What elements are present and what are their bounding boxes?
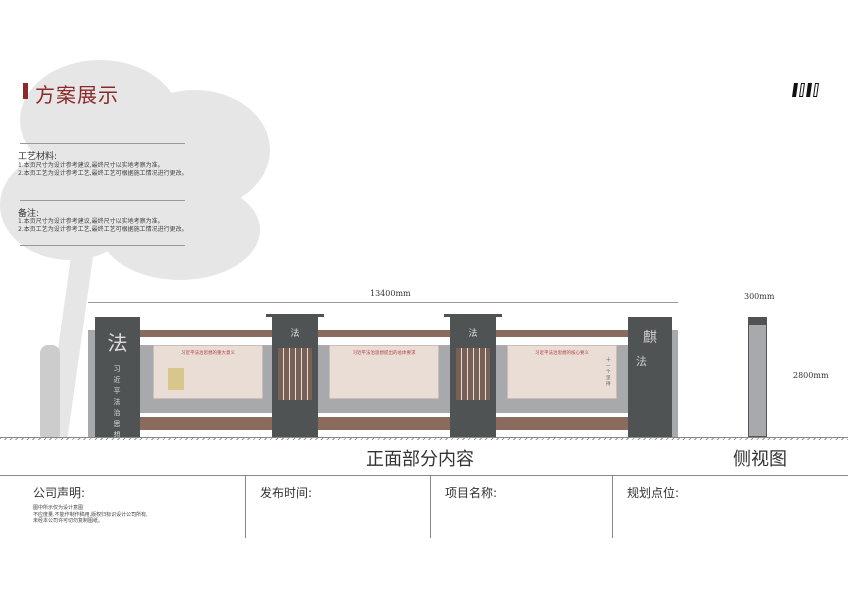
display-panel-1: 习近平法治思想的重大意义 [153, 345, 263, 399]
side-width-dimension: 300mm [744, 292, 775, 301]
width-dimension: 13400mm [370, 289, 411, 298]
footer-release-time: 发布时间: [260, 486, 313, 500]
notes-heading-materials: 工艺材料: [18, 152, 58, 162]
middle-pillar-2: 法 [450, 316, 496, 437]
middle-pillar-1: 法 [272, 316, 318, 437]
side-view [748, 317, 767, 437]
display-panel-3: 习近平法治思想的核心要义 十一个坚持 [507, 345, 617, 399]
notes-heading-remarks: 备注: [18, 209, 40, 219]
title-marker [23, 83, 28, 99]
footer-company-statement: 公司声明: 图中所示仅为设计意图 不应度量,不能作制作稿用,版权归标识设计公司所… [33, 486, 148, 524]
logo-icon [792, 83, 819, 97]
side-caption: 侧视图 [733, 449, 787, 470]
height-dimension: 2800mm [793, 371, 829, 380]
footer-project-name: 项目名称: [445, 486, 498, 500]
notes-text-materials: 1.本页尺寸为设计参考建议,最终尺寸以实地考察为准。 2.本页工艺为设计参考工艺… [18, 162, 188, 177]
width-dimension-line [88, 302, 678, 303]
display-panel-2: 习近平法治思想提出的总体要求 [329, 345, 439, 399]
left-pillar: 法 习近平法治思想 [95, 317, 140, 439]
footer-planning-location: 规划点位: [627, 486, 680, 500]
right-pillar: 麒 法 [628, 317, 672, 437]
front-caption: 正面部分内容 [366, 449, 474, 470]
ground-line [0, 437, 848, 440]
page-title: 方案展示 [35, 83, 119, 107]
notes-text-remarks: 1.本页尺寸为设计参考建议,最终尺寸以实地考察为准。 2.本页工艺为设计参考工艺… [18, 218, 188, 233]
person-silhouette [40, 345, 60, 437]
